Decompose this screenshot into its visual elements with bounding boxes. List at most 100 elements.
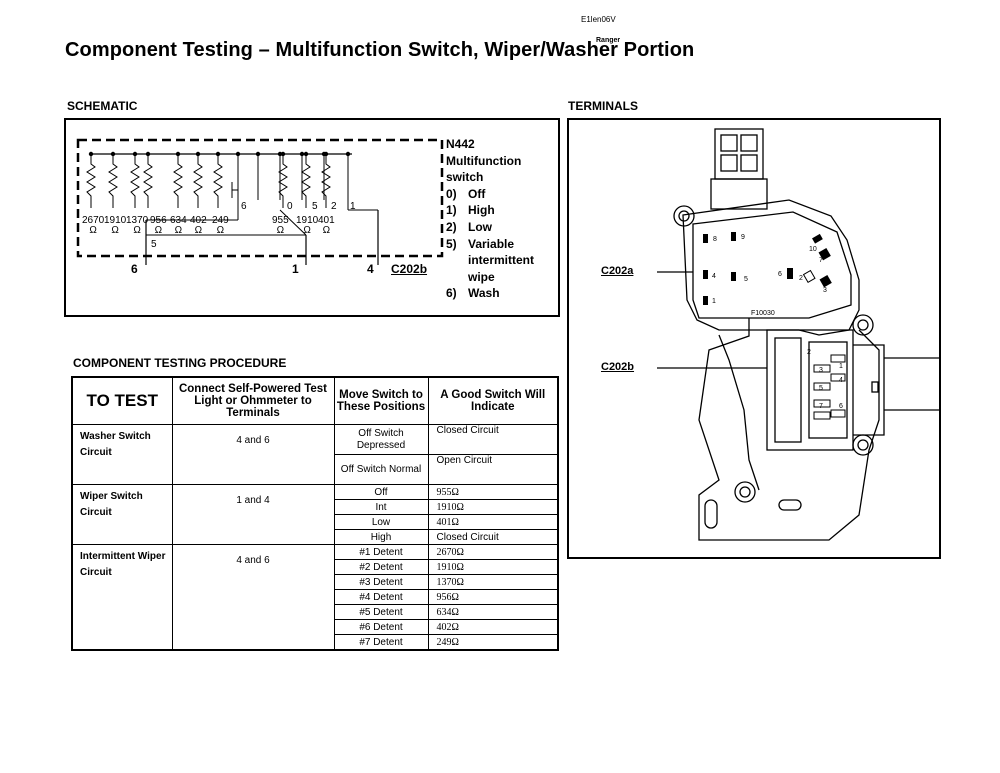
junction-dot bbox=[235, 151, 241, 157]
c202a-label: C202a bbox=[601, 265, 634, 277]
procedure-heading: COMPONENT TESTING PROCEDURE bbox=[73, 356, 287, 370]
connector-label: C202b bbox=[391, 262, 428, 276]
resistor-symbol bbox=[86, 154, 96, 208]
resistor-symbol bbox=[173, 154, 183, 208]
switch-label-1: 1 bbox=[350, 201, 356, 212]
pin-4: 4 bbox=[712, 273, 716, 280]
pin-2: 2 bbox=[799, 275, 803, 282]
resistor-symbol bbox=[108, 154, 118, 208]
pin-7: 7 bbox=[819, 257, 823, 264]
pin-6: 6 bbox=[778, 271, 782, 278]
pin-label-6: 6 bbox=[131, 262, 138, 276]
switch-position-cell: #7 Detent bbox=[333, 634, 429, 651]
position-number: 1) bbox=[446, 203, 457, 218]
resistor-value: 1370 bbox=[126, 215, 149, 226]
switch-position-cell: #5 Detent bbox=[333, 604, 429, 620]
position-text: Variable bbox=[468, 236, 515, 251]
ohm-symbol: Ω bbox=[276, 225, 285, 236]
ohm-symbol: Ω bbox=[111, 225, 119, 236]
page-title: Component Testing – Multifunction Switch… bbox=[65, 39, 695, 61]
ohm-symbol: Ω bbox=[303, 225, 311, 236]
procedure-table: TO TEST Connect Self-Powered Test Light … bbox=[71, 376, 559, 651]
resistor-symbol bbox=[213, 154, 223, 208]
junction-dot bbox=[132, 151, 138, 157]
c202b-pin-3: 3 bbox=[819, 367, 823, 374]
ohm-symbol: Ω bbox=[216, 225, 225, 236]
pin-3: 3 bbox=[823, 287, 827, 294]
junction-dot bbox=[110, 151, 116, 157]
ohm-symbol: Ω bbox=[194, 225, 203, 236]
header-connect: Connect Self-Powered Test Light or Ohmme… bbox=[171, 376, 335, 425]
indication-cell: Closed Circuit bbox=[427, 424, 559, 455]
position-text: Low bbox=[468, 219, 492, 234]
component-name-line2: switch bbox=[446, 170, 484, 185]
ohm-symbol: Ω bbox=[133, 225, 141, 236]
junction-dot bbox=[321, 151, 327, 157]
terminals-drawing bbox=[657, 128, 939, 541]
resistor-symbol bbox=[278, 154, 288, 208]
position-text: Wash bbox=[468, 286, 500, 301]
switch-label-5: 5 bbox=[151, 239, 157, 250]
junction-dot bbox=[175, 151, 181, 157]
c202b-pin-5: 5 bbox=[819, 385, 823, 392]
resistor-symbol bbox=[193, 154, 203, 208]
circuit-name: Washer Switch Circuit bbox=[71, 424, 173, 485]
resistor-value: 401 bbox=[318, 215, 335, 226]
junction-dot bbox=[145, 151, 151, 157]
figure-id: F10030 bbox=[751, 310, 775, 317]
switch-position-cell: #1 Detent bbox=[333, 544, 429, 560]
terminals-cell: 1 and 4 bbox=[171, 484, 335, 545]
ohm-symbol: Ω bbox=[154, 225, 163, 236]
switch-position-cell: Low bbox=[333, 514, 429, 530]
circuit-name: Wiper Switch Circuit bbox=[71, 484, 173, 545]
pin-9: 9 bbox=[741, 234, 745, 241]
switch-position-cell: #2 Detent bbox=[333, 559, 429, 575]
indication-cell: 249Ω bbox=[427, 634, 559, 651]
position-text: Off bbox=[468, 186, 486, 201]
position-number: 6) bbox=[446, 286, 457, 301]
indication-cell: Closed Circuit bbox=[427, 529, 559, 545]
resistor-symbol bbox=[130, 154, 140, 208]
switch-position-cell: #3 Detent bbox=[333, 574, 429, 590]
component-id: N442 bbox=[446, 137, 475, 151]
brand-note: Ranger bbox=[596, 37, 621, 44]
switch-position-cell: Off Switch Normal bbox=[333, 454, 429, 485]
junction-dot bbox=[215, 151, 221, 157]
ohm-symbol: Ω bbox=[174, 225, 183, 236]
position-item: 2)Low bbox=[446, 219, 534, 236]
ohm-symbol: Ω bbox=[89, 225, 97, 236]
junction-dot bbox=[255, 151, 261, 157]
resistor-value: 1910 bbox=[104, 215, 127, 226]
terminals-cell: 4 and 6 bbox=[171, 424, 335, 485]
position-text: High bbox=[468, 203, 495, 218]
document-code: E1len06V bbox=[581, 15, 616, 24]
indication-cell: 634Ω bbox=[427, 604, 559, 620]
resistor-value: 634 bbox=[170, 215, 187, 226]
schematic-heading: SCHEMATIC bbox=[67, 99, 138, 113]
position-item: 0)Off bbox=[446, 186, 534, 203]
resistor-value: 402 bbox=[190, 215, 207, 226]
indication-cell: 955Ω bbox=[427, 484, 559, 500]
indication-cell: 402Ω bbox=[427, 619, 559, 635]
pin-label-1: 1 bbox=[292, 262, 299, 276]
ohm-symbol: Ω bbox=[322, 225, 331, 236]
resistor-value: 249 bbox=[212, 215, 229, 226]
position-text: intermittent bbox=[468, 253, 534, 268]
header-to-test: TO TEST bbox=[71, 376, 173, 425]
resistor-symbol bbox=[321, 154, 331, 208]
